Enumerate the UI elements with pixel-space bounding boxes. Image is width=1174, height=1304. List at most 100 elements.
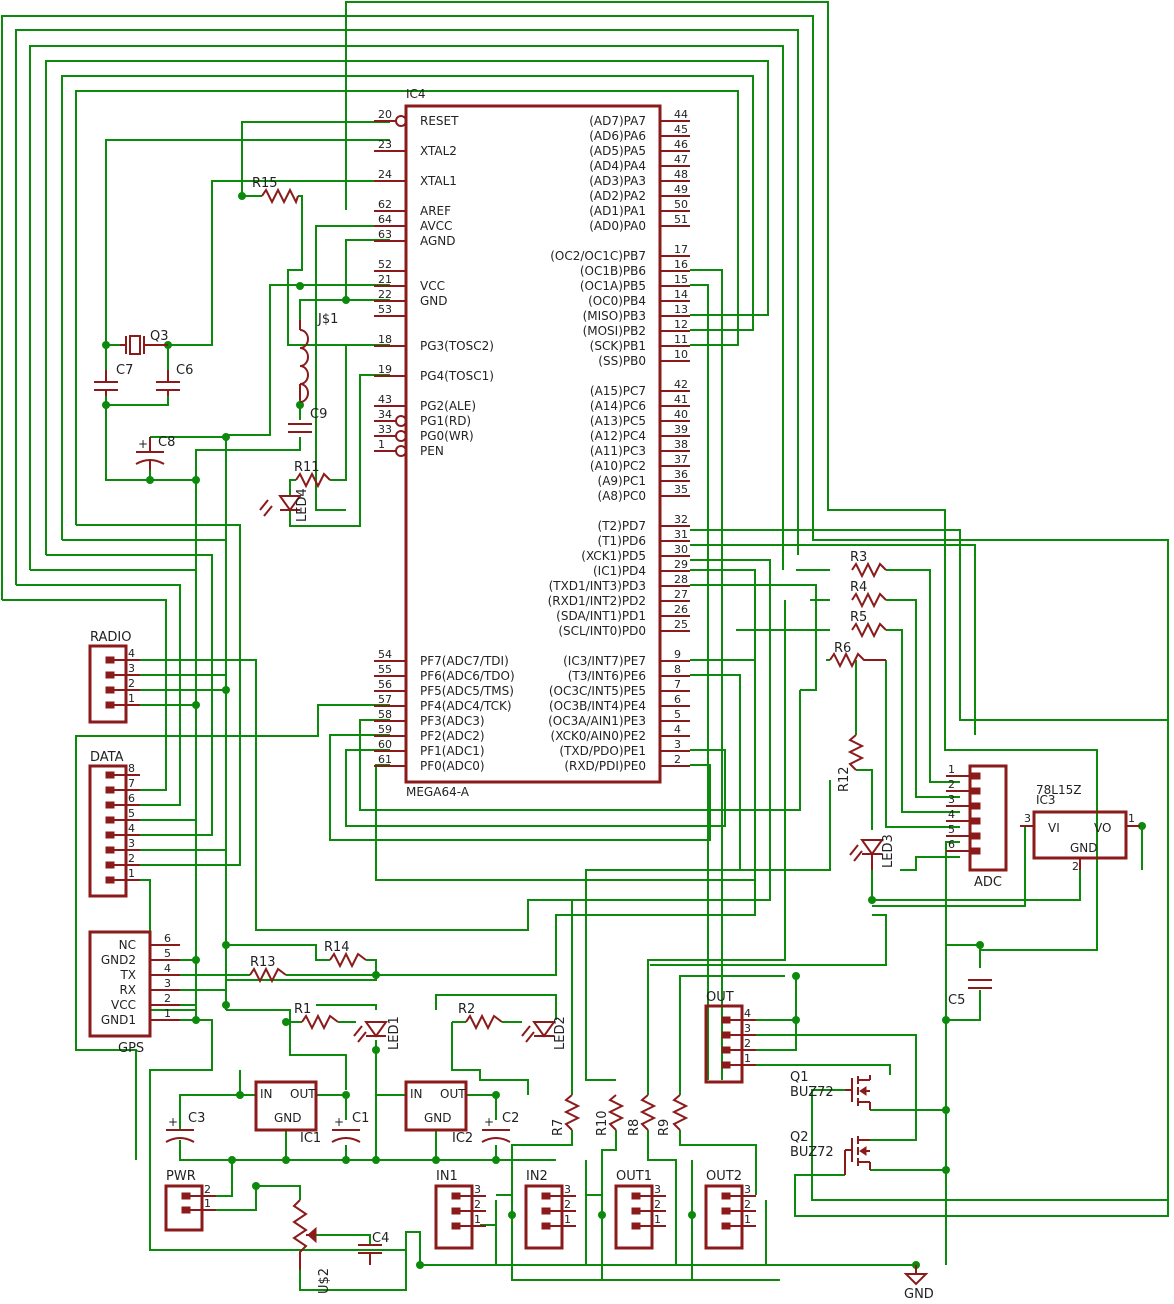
- c1-label: C1: [352, 1111, 369, 1126]
- connector-pin-number: 5: [128, 807, 135, 820]
- ic4-pin-name: (AD0)PA0: [589, 219, 646, 233]
- connector-pin-number: 2: [654, 1198, 661, 1211]
- connector-pin-mark: [721, 1192, 731, 1200]
- out-label: OUT: [706, 990, 734, 1005]
- ic4-pin-name: (AD1)PA1: [589, 204, 646, 218]
- q2-value: BUZ72: [790, 1145, 834, 1160]
- q1-mosfet: Q1 BUZ72: [790, 1070, 871, 1110]
- ic4-pin-number: 28: [674, 573, 688, 586]
- connector-pin-number: 6: [164, 932, 171, 945]
- connector-pin-mark: [631, 1222, 641, 1230]
- ic4-pin-name: AGND: [420, 234, 456, 248]
- connector-pin-mark: [721, 1207, 731, 1215]
- r12-label: R12: [837, 766, 852, 792]
- ic4-pin-number: 57: [378, 693, 392, 706]
- ic4-pin-number: 38: [674, 438, 688, 451]
- c5-label: C5: [948, 993, 965, 1008]
- ic4-value: MEGA64-A: [406, 785, 470, 799]
- connector-pin-mark: [105, 801, 115, 809]
- connector-pin-mark: [105, 656, 115, 664]
- ic4-pin-name: PG2(ALE): [420, 399, 476, 413]
- ic4-pin-number: 10: [674, 348, 688, 361]
- ic4-pin-number: 54: [378, 648, 392, 661]
- ic4-pin-number: 30: [674, 543, 688, 556]
- ic4-pin-name: (A12)PC4: [590, 429, 646, 443]
- c9-label: C9: [310, 407, 327, 422]
- connector-pin-mark: [105, 876, 115, 884]
- connector-pin-number: 2: [948, 778, 955, 791]
- r6-label: R6: [834, 641, 851, 656]
- connector-pin-number: 2: [164, 992, 171, 1005]
- radio-label: RADIO: [90, 630, 131, 645]
- connector-pin-number: 4: [164, 962, 171, 975]
- connector-pin-mark: [971, 832, 981, 840]
- c8-capacitor: + C8: [135, 435, 175, 470]
- gps-pin-name: GND2: [101, 953, 136, 967]
- out2-label: OUT2: [706, 1169, 742, 1184]
- ic4-pin-name: PF5(ADC5/TMS): [420, 684, 514, 698]
- ic4-pin-number: 9: [674, 648, 681, 661]
- ic4-pin-number: 3: [674, 738, 681, 751]
- connector-pin-number: 1: [948, 763, 955, 776]
- connector-pin-number: 2: [204, 1183, 211, 1196]
- connector-pin-mark: [631, 1192, 641, 1200]
- ic4-pin-number: 22: [378, 288, 392, 301]
- connector-pin-mark: [721, 1046, 731, 1054]
- ic4-pin-number: 25: [674, 618, 688, 631]
- connector-pin-number: 1: [744, 1213, 751, 1226]
- ic4-pin-name: (RXD/PDI)PE0: [564, 759, 646, 773]
- r8-resistor: R8: [627, 1094, 657, 1136]
- junctions: [102, 192, 1146, 1269]
- ic4-pin-name: (IC1)PD4: [593, 564, 646, 578]
- ic3-vi: VI: [1048, 821, 1060, 835]
- ic4-pin-number: 32: [674, 513, 688, 526]
- ic4-pin-name: PF4(ADC4/TCK): [420, 699, 512, 713]
- in1-label: IN1: [436, 1169, 458, 1184]
- ic2-regulator: IN OUT GND IC2: [404, 1080, 473, 1146]
- connector-pin-mark: [971, 772, 981, 780]
- ic4-pin-number: 34: [378, 408, 392, 421]
- led2-label: LED2: [553, 1016, 568, 1050]
- u2-label: U$2: [317, 1268, 332, 1294]
- ic4-pin-number: 41: [674, 393, 688, 406]
- ic4-pin-number: 60: [378, 738, 392, 751]
- ic4-pin-number: 50: [674, 198, 688, 211]
- r13-label: R13: [250, 955, 276, 970]
- r6-resistor: R6: [829, 641, 886, 669]
- ic4-pin-number: 40: [674, 408, 688, 421]
- ic4-pin-number: 53: [378, 303, 392, 316]
- ic3-regulator: IC3 78L15Z VI VO GND 3 1 2: [1020, 783, 1140, 873]
- q2-mosfet: Q2 BUZ72: [790, 1130, 871, 1175]
- ic4-pin-number: 39: [674, 423, 688, 436]
- ic4-pin-number: 2: [674, 753, 681, 766]
- led1-diode: LED1: [353, 1016, 402, 1050]
- c2-label: C2: [502, 1111, 519, 1126]
- ic4-pin-name: (A14)PC6: [590, 399, 646, 413]
- ic4-pin-name: (A13)PC5: [590, 414, 646, 428]
- connector-pin-number: 3: [948, 793, 955, 806]
- connector-pin-number: 3: [564, 1183, 571, 1196]
- r3-label: R3: [850, 550, 867, 565]
- led3-label: LED3: [881, 834, 896, 868]
- ic4-pin-name: AVCC: [420, 219, 452, 233]
- ic4-pin-name: (A11)PC3: [590, 444, 646, 458]
- connector-pin-number: 4: [744, 1007, 751, 1020]
- gps-pin-name: GND1: [101, 1013, 136, 1027]
- c2-capacitor: + C2: [481, 1111, 519, 1143]
- connector-pin-number: 1: [204, 1197, 211, 1210]
- connector-pin-number: 2: [128, 677, 135, 690]
- ic4-pin-name: (AD7)PA7: [589, 114, 646, 128]
- connector-pin-mark: [105, 771, 115, 779]
- ic4-pin-name: AREF: [420, 204, 451, 218]
- connector-pin-mark: [105, 816, 115, 824]
- ic4-pin-name: (OC0)PB4: [588, 294, 646, 308]
- connector-pin-mark: [721, 1016, 731, 1024]
- in2-connector: IN2 321: [524, 1169, 576, 1250]
- connector-pin-mark: [971, 847, 981, 855]
- c4-label: C4: [372, 1231, 389, 1246]
- ic4-pin-name: (SCL/INT0)PD0: [558, 624, 646, 638]
- ic4-pin-number: 51: [674, 213, 688, 226]
- ic4-pin-bubble: [395, 430, 407, 442]
